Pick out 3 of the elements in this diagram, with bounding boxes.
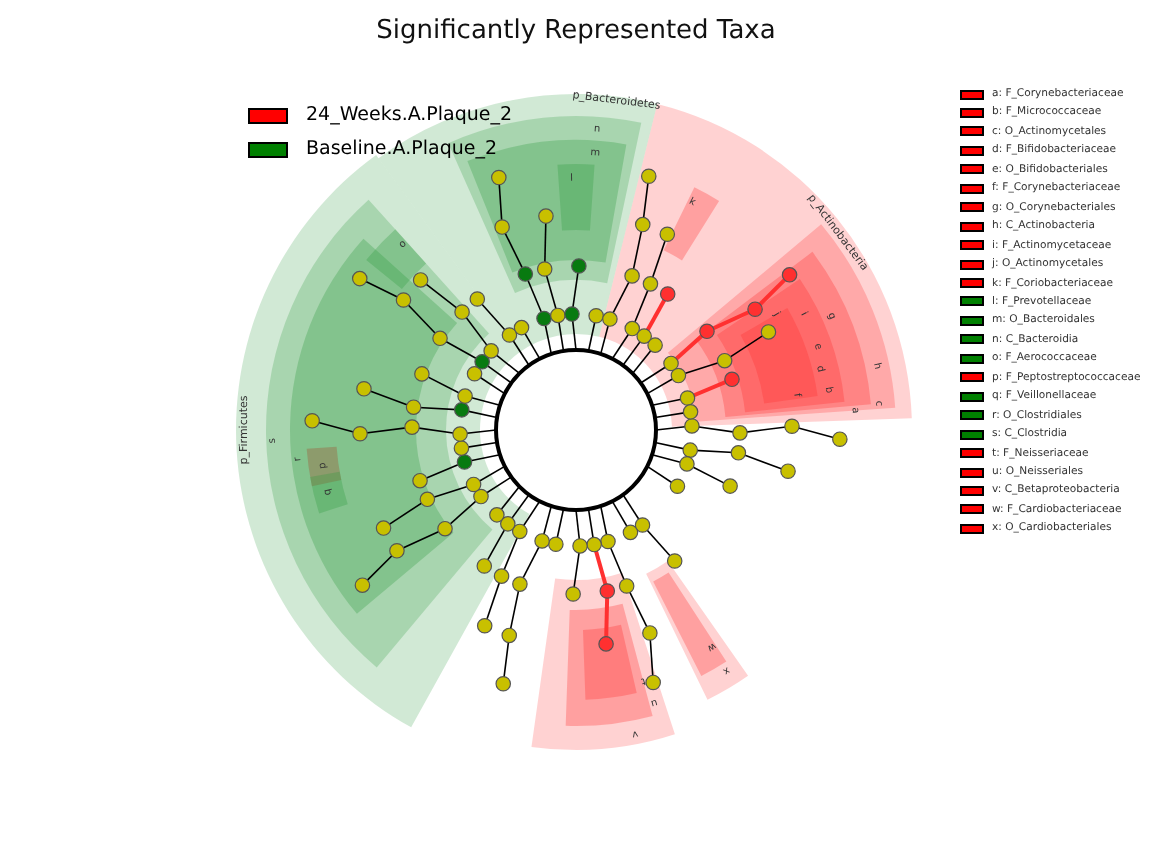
legend-label: 24_Weeks.A.Plaque_2 xyxy=(306,104,513,126)
chart-title: Significantly Represented Taxa xyxy=(374,16,778,46)
legend-label: Baseline.A.Plaque_2 xyxy=(306,138,498,160)
